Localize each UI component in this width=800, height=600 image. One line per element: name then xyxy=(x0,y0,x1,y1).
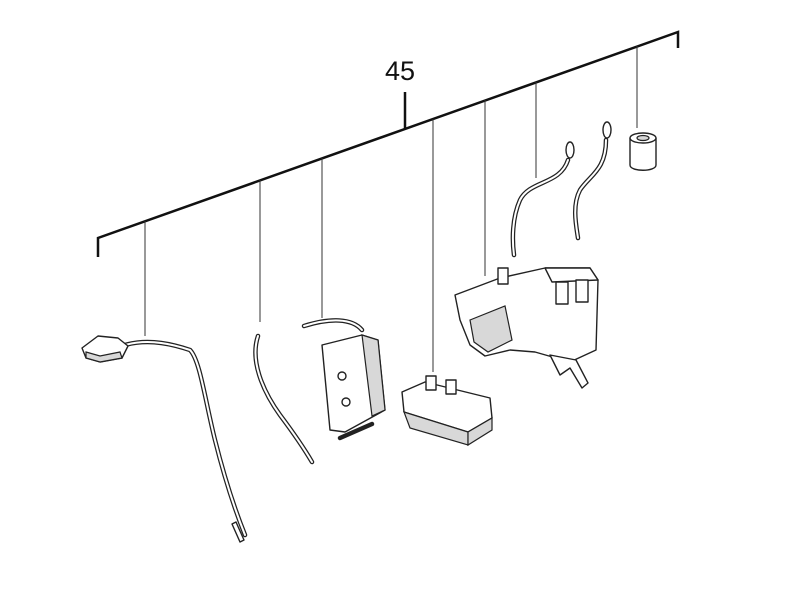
part-number-label: 45 xyxy=(385,56,416,86)
wire-part-2 xyxy=(510,141,575,258)
switch-block-part xyxy=(401,375,493,447)
capacitor-board-part xyxy=(301,318,386,441)
ferrite-sleeve-part xyxy=(629,132,657,171)
led-cable-part xyxy=(81,335,248,543)
trigger-switch-part xyxy=(454,267,599,389)
wire-part-1 xyxy=(253,333,315,465)
wire-part-3 xyxy=(573,121,612,241)
leader-lines xyxy=(144,46,638,372)
group-bracket xyxy=(96,30,680,257)
